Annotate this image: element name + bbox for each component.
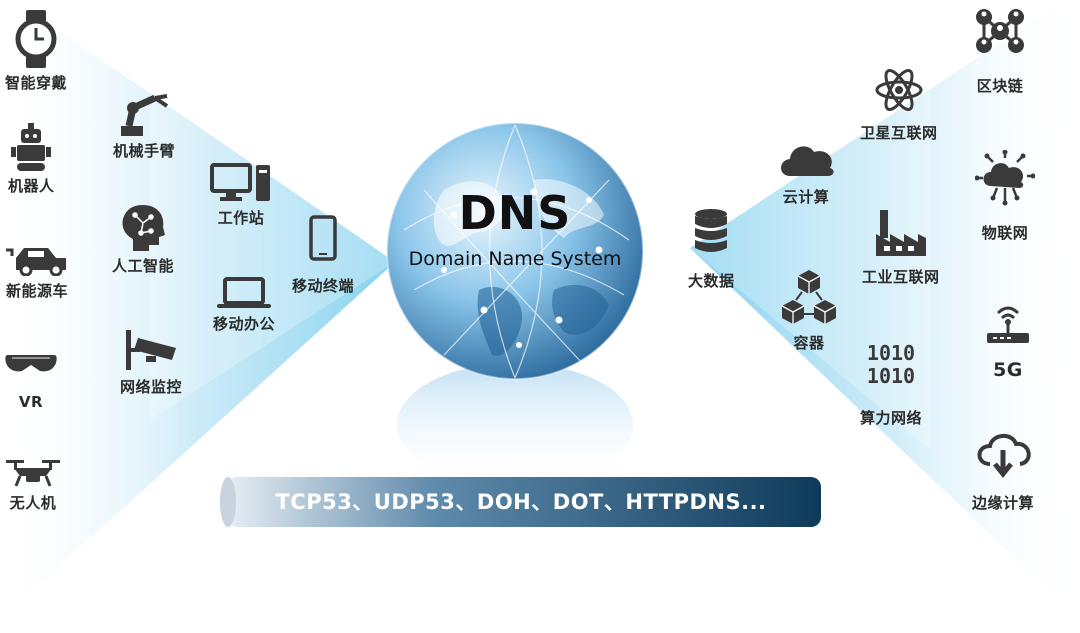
protocol-pipe: [220, 477, 821, 527]
globe-reflection: [397, 363, 633, 487]
laptop-icon: [217, 277, 271, 308]
item-vr: VR: [4, 351, 58, 411]
cctv-camera-icon: [126, 330, 176, 370]
label-nev: 新能源车: [5, 282, 68, 300]
item-nev: 新能源车: [4, 244, 70, 301]
label-surveillance: 网络监控: [120, 378, 183, 396]
item-computing-net: 1010 1010 算力网络: [860, 341, 922, 428]
item-5g: 5G: [985, 303, 1031, 381]
cloud-icon: [781, 146, 834, 176]
factory-icon: [875, 210, 926, 256]
label-robot-arm: 机械手臂: [113, 142, 176, 160]
item-blockchain: 区块链: [970, 3, 1030, 96]
label-computing-net: 算力网络: [860, 409, 923, 427]
item-industrial: 工业互联网: [862, 208, 940, 287]
dns-subtitle: Domain Name System: [408, 248, 622, 270]
smartwatch-icon: [15, 10, 57, 68]
blockchain-network-icon: [976, 9, 1024, 53]
label-industrial: 工业互联网: [862, 268, 940, 286]
database-icon: [695, 209, 728, 252]
item-surveillance: 网络监控: [120, 326, 182, 397]
label-mobile-terminal: 移动终端: [292, 277, 355, 295]
dns-title: DNS: [458, 186, 572, 240]
left-ray: [0, 0, 395, 620]
ai-head-icon: [122, 205, 165, 251]
item-bigdata: 大数据: [688, 208, 735, 291]
binary-code-icon: 1010 1010: [867, 341, 915, 387]
robot-arm-icon: [121, 94, 169, 136]
iot-cloud-icon: [975, 150, 1035, 206]
dns-globe: DNS Domain Name System: [384, 120, 646, 382]
label-vr: VR: [18, 393, 44, 411]
left-ray-highlight: [150, 40, 395, 420]
vr-headset-icon: [5, 355, 57, 372]
item-robot-arm: 机械手臂: [113, 92, 175, 161]
label-edge: 边缘计算: [972, 494, 1035, 512]
label-satellite: 卫星互联网: [860, 124, 938, 142]
label-ai: 人工智能: [112, 257, 175, 275]
item-wearable: 智能穿戴: [5, 10, 67, 93]
label-blockchain: 区块链: [976, 77, 1024, 95]
label-5g: 5G: [993, 359, 1023, 381]
label-iot: 物联网: [981, 224, 1029, 242]
desktop-computer-icon: [210, 163, 270, 201]
item-iot: 物联网: [975, 150, 1035, 243]
label-drone: 无人机: [9, 494, 57, 512]
item-container: 容器: [782, 270, 836, 353]
container-cubes-icon: [782, 270, 836, 324]
item-ai: 人工智能: [112, 205, 174, 276]
label-mobile-office: 移动办公: [213, 315, 276, 333]
item-robot: 机器人: [8, 123, 55, 196]
label-workstation: 工作站: [217, 209, 265, 227]
item-mobile-office: 移动办公: [213, 277, 275, 334]
ev-car-icon: [6, 248, 66, 276]
globe-icon: [386, 122, 644, 380]
label-robot: 机器人: [8, 177, 55, 195]
drone-icon: [6, 460, 60, 487]
wireless-router-icon: [987, 306, 1029, 343]
item-workstation: 工作站: [210, 163, 272, 228]
smartphone-icon: [309, 215, 337, 261]
item-mobile-terminal: 移动终端: [292, 215, 354, 296]
label-container: 容器: [793, 334, 825, 352]
svg-text:1010: 1010: [867, 341, 915, 365]
item-cloud: 云计算: [776, 140, 836, 207]
item-satellite: 卫星互联网: [860, 66, 938, 143]
svg-text:1010: 1010: [867, 364, 915, 387]
label-cloud: 云计算: [782, 188, 830, 206]
cloud-download-icon: [977, 434, 1031, 478]
right-ray-highlight: [690, 60, 930, 450]
item-drone: 无人机: [6, 458, 60, 513]
atom-icon: [875, 69, 923, 111]
label-bigdata: 大数据: [688, 272, 735, 290]
label-wearable: 智能穿戴: [5, 74, 68, 92]
right-ray: [690, 0, 1080, 620]
item-edge: 边缘计算: [972, 430, 1034, 513]
robot-icon: [11, 123, 52, 171]
protocol-label: TCP53、UDP53、DOH、DOT、HTTPDNS...: [275, 490, 767, 514]
